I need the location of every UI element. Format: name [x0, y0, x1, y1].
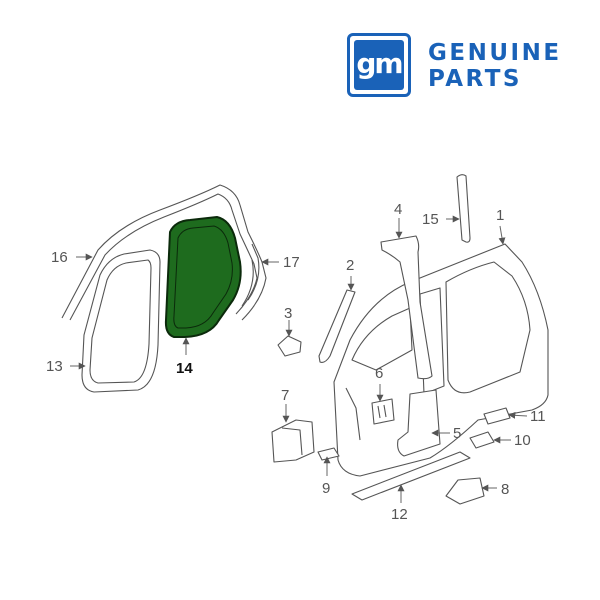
part-14-fill	[164, 216, 242, 338]
brand-line-parts: PARTS	[428, 66, 522, 92]
callout-7: 7	[281, 387, 289, 404]
callout-6: 6	[375, 365, 383, 382]
part-8-closeout[interactable]	[445, 477, 485, 505]
gm-logo-inner: gm	[354, 40, 404, 90]
part-3-bracket[interactable]	[277, 335, 302, 357]
part-17-rear-seal[interactable]	[241, 243, 260, 307]
part-9-clip[interactable]	[317, 447, 340, 461]
leader-lines	[70, 215, 528, 503]
part-6-reinforcement[interactable]	[371, 398, 395, 425]
callout-15: 15	[422, 211, 439, 228]
part-12-rocker[interactable]	[351, 451, 471, 501]
gm-logo: gm	[347, 33, 411, 97]
callout-12: 12	[391, 506, 408, 523]
callout-1: 1	[496, 207, 504, 224]
part-13-door-weatherstrip[interactable]	[81, 249, 161, 393]
part-16-roof-weatherstrip[interactable]	[61, 184, 267, 321]
callout-10: 10	[514, 432, 531, 449]
callout-14: 14	[176, 360, 193, 377]
part-10-plate[interactable]	[469, 431, 495, 449]
callout-13: 13	[46, 358, 63, 375]
brand-line-genuine: GENUINE	[428, 40, 562, 66]
callout-4: 4	[394, 201, 402, 218]
callout-5: 5	[453, 425, 461, 442]
callout-17: 17	[283, 254, 300, 271]
callout-16: 16	[51, 249, 68, 266]
part-14-door-seal-highlighted[interactable]	[164, 216, 242, 338]
part-2-pillar-trim[interactable]	[318, 289, 356, 363]
callout-8: 8	[501, 481, 509, 498]
callout-2: 2	[346, 257, 354, 274]
part-15-roof-trim[interactable]	[456, 174, 471, 243]
callout-11: 11	[530, 408, 546, 425]
callout-3: 3	[284, 305, 292, 322]
part-4-b-pillar[interactable]	[380, 235, 433, 380]
part-5-lower-pillar[interactable]	[397, 389, 441, 457]
gm-logo-mark: gm	[356, 46, 403, 80]
callout-9: 9	[322, 480, 330, 497]
part-7-filler-panel[interactable]	[271, 419, 315, 463]
